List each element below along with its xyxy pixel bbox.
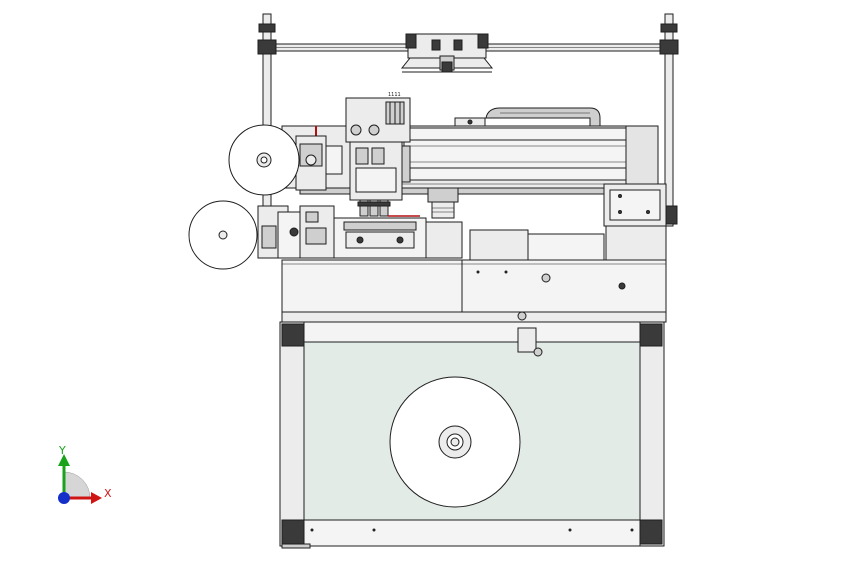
upper-reel [228, 124, 300, 196]
x-axis-label: X [104, 487, 112, 500]
x-axis-arrow-icon [91, 492, 102, 504]
coordinate-triad[interactable]: Y X [58, 444, 112, 504]
work-stage [333, 217, 667, 261]
top-gantry [257, 13, 679, 233]
main-disk [389, 376, 521, 508]
dispense-head: 1111 [315, 92, 459, 219]
base-cabinet [281, 259, 667, 323]
y-axis-label: Y [58, 444, 66, 457]
y-axis-arrow-icon [58, 454, 70, 466]
origin-icon [58, 492, 70, 504]
lower-reel [188, 200, 258, 270]
left-mechanism [257, 135, 343, 259]
head-label: 1111 [388, 92, 401, 98]
linear-module [281, 107, 667, 227]
